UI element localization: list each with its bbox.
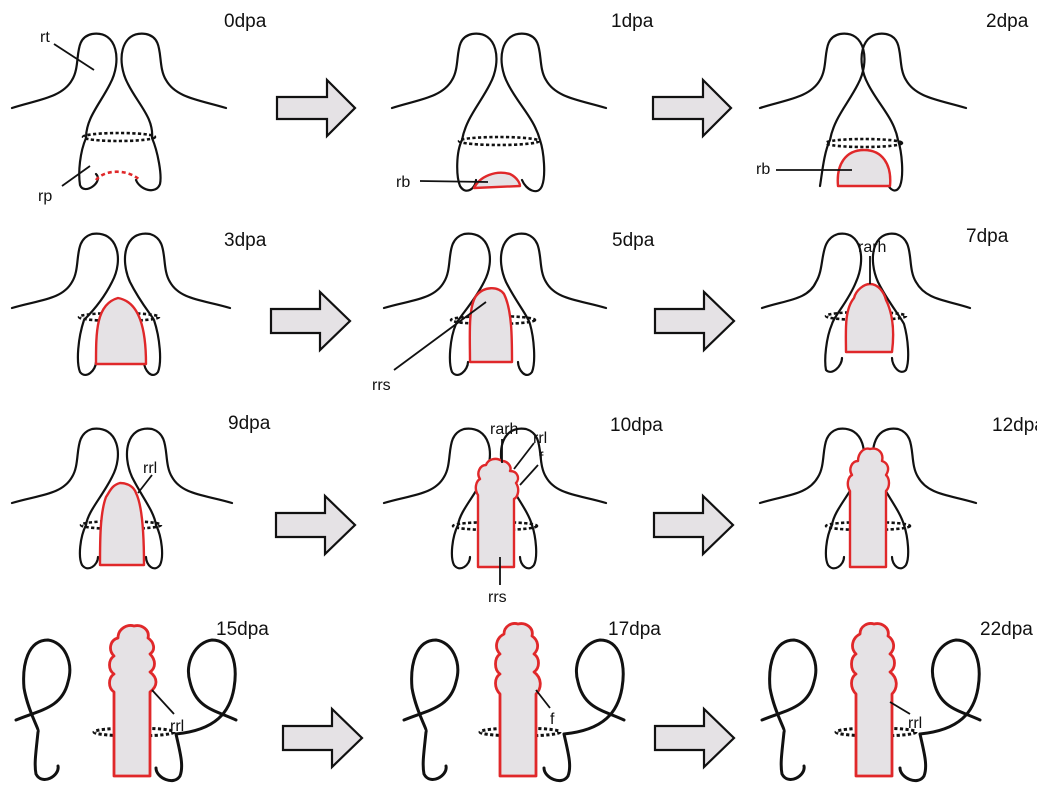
day-label: 22dpa — [980, 619, 1033, 640]
progress-arrow — [283, 709, 362, 767]
label-rb: rb — [756, 161, 770, 178]
panel-9dpa: rrl 9dpa — [12, 413, 271, 568]
regenerate-bud — [838, 150, 891, 186]
leader-f — [536, 690, 550, 708]
panel-12dpa: 12dpa — [760, 415, 1037, 568]
leader-rrl — [514, 443, 534, 469]
panel-0dpa: rt rp 0dpa — [12, 11, 267, 205]
progress-arrow — [653, 80, 731, 136]
day-label: 1dpa — [611, 11, 654, 32]
tube-outline — [12, 34, 226, 191]
dashed-ring — [826, 139, 902, 147]
regenerate-bud — [852, 623, 897, 776]
label-rrl: rrl — [170, 718, 184, 735]
label-rt: rt — [40, 29, 50, 46]
progress-arrow — [654, 496, 733, 554]
regenerate-bud — [110, 626, 157, 777]
day-label: 5dpa — [612, 230, 655, 251]
regenerate-bud — [100, 483, 144, 565]
panel-5dpa: rrs 5dpa — [372, 230, 655, 394]
tube-outline — [392, 34, 606, 191]
leader-rrl — [138, 475, 152, 493]
regenerate-bud — [848, 449, 889, 567]
leader-rb — [420, 181, 488, 182]
progress-arrow — [277, 80, 355, 136]
day-label: 15dpa — [216, 619, 269, 640]
label-rrl: rrl — [908, 715, 922, 732]
progress-arrow — [276, 496, 355, 554]
label-rp: rp — [38, 188, 52, 205]
regenerate-bud — [476, 459, 518, 567]
leader-rp — [62, 166, 90, 186]
label-rb: rb — [396, 174, 410, 191]
label-rarh: rarh — [490, 421, 518, 438]
label-rarh: rarh — [858, 239, 886, 256]
panel-22dpa: rrl 22dpa — [762, 619, 1033, 781]
panel-10dpa: rarh rrl f rrs 10dpa — [384, 415, 663, 606]
label-rrl: rrl — [143, 460, 157, 477]
panel-17dpa: f 17dpa — [404, 619, 661, 781]
label-f: f — [550, 711, 555, 728]
day-label: 2dpa — [986, 11, 1029, 32]
panel-1dpa: rb 1dpa — [392, 11, 654, 191]
panel-7dpa: rarh 7dpa — [762, 226, 1009, 372]
day-label: 7dpa — [966, 226, 1009, 247]
day-label: 17dpa — [608, 619, 661, 640]
day-label: 0dpa — [224, 11, 267, 32]
day-label: 3dpa — [224, 230, 267, 251]
progress-arrow — [655, 292, 734, 350]
leader-f — [520, 465, 538, 485]
day-label: 9dpa — [228, 413, 271, 434]
day-label: 10dpa — [610, 415, 663, 436]
leader-rt — [54, 44, 94, 70]
dashed-ring — [459, 137, 539, 145]
dashed-ring — [83, 133, 155, 141]
label-rrs: rrs — [488, 589, 507, 606]
amputation-line — [96, 172, 140, 180]
regenerate-bud — [496, 623, 541, 776]
regenerate-bud — [474, 173, 520, 188]
panel-3dpa: 3dpa — [12, 230, 267, 375]
regenerate-bud — [96, 298, 146, 364]
progress-arrow — [655, 709, 734, 767]
panel-15dpa: rrl 15dpa — [16, 619, 269, 781]
label-f: f — [539, 450, 544, 467]
leader-rrl — [152, 690, 174, 714]
regenerate-bud — [470, 288, 512, 362]
panel-2dpa: rb 2dpa — [756, 11, 1029, 190]
progress-arrow — [271, 292, 350, 350]
day-label: 12dpa — [992, 415, 1037, 436]
label-rrl: rrl — [533, 430, 547, 447]
label-rrs: rrs — [372, 377, 391, 394]
